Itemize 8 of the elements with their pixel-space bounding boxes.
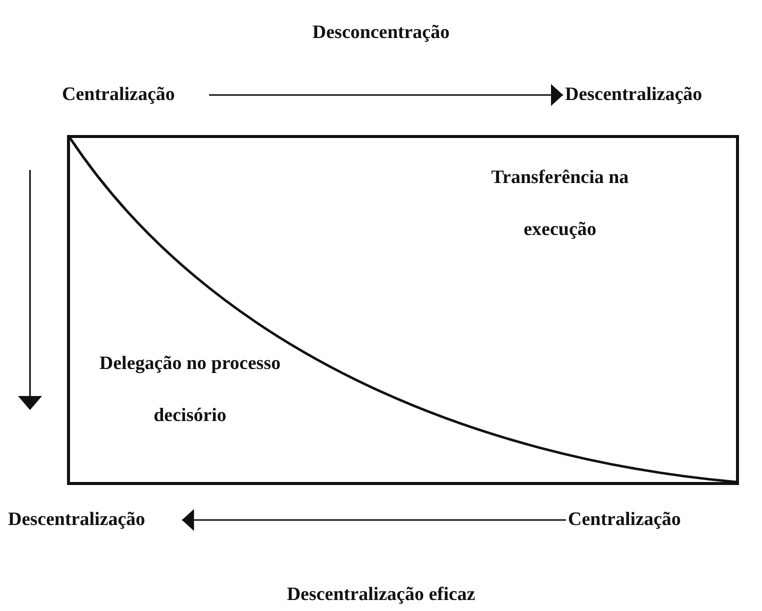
region-label: Delegação no processo decisório [90, 338, 290, 442]
region-label: Transferência na execução [465, 152, 655, 256]
diagram-caption: Descentralização eficaz [286, 584, 476, 606]
axis-label: Centralização [568, 509, 718, 531]
axis-label: Descentralização [8, 509, 180, 531]
axis-label: Centralização [62, 84, 207, 106]
axis-label: Descentralização [565, 84, 740, 106]
diagram-title: Desconcentração [311, 22, 451, 44]
